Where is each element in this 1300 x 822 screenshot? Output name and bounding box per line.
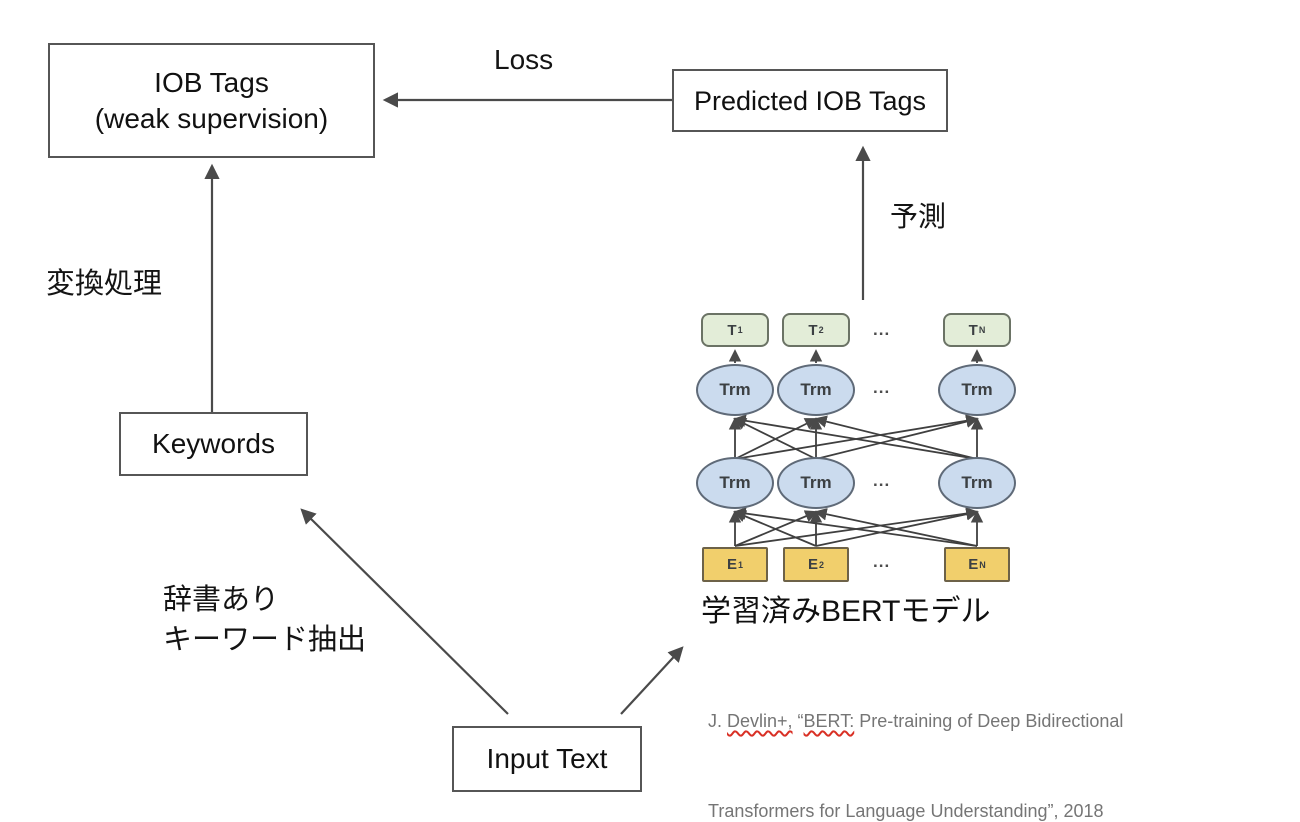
bert-trm-node-r2c1: Trm	[696, 457, 774, 509]
prediction-label: 予測	[890, 201, 947, 232]
ellipsis-trm-row2: ...	[873, 471, 891, 490]
trm-label: Trm	[719, 380, 751, 399]
tn-main: T	[968, 321, 978, 339]
t2-main: T	[808, 321, 818, 339]
predicted-iob-tags-box: Predicted IOB Tags	[672, 69, 948, 132]
citation-part: J.	[708, 711, 728, 731]
main-flow-arrows	[204, 92, 871, 715]
bert-internal-arrows	[728, 349, 984, 547]
bert-trm-node-r2cn: Trm	[938, 457, 1016, 509]
ellipsis-t-row: ...	[873, 320, 891, 339]
ellipsis-trm-row1: ...	[873, 378, 891, 397]
citation-line2: Transformers for Language Understanding”…	[708, 801, 1104, 821]
trm-label: Trm	[961, 380, 993, 399]
bert-trm-node-r1c2: Trm	[777, 364, 855, 416]
iob-tags-line1: IOB Tags	[154, 66, 269, 98]
citation-part-misspelled: BERT:	[803, 711, 855, 731]
iob-tags-line2: (weak supervision)	[94, 102, 329, 134]
keyword-extraction-line1: 辞書あり	[163, 584, 280, 616]
bert-model-caption: 学習済みBERTモデル	[701, 595, 991, 628]
citation-part: Pre-training of Deep Bidirectional	[854, 711, 1124, 731]
input-text-label: Input Text	[486, 743, 608, 774]
bert-trm-node-r1cn: Trm	[938, 364, 1016, 416]
iob-tags-box: IOB Tags (weak supervision)	[48, 43, 375, 158]
keyword-extraction-line2: キーワード抽出	[163, 624, 367, 656]
t1-main: T	[727, 321, 737, 339]
citation-part-misspelled: Devlin+,	[727, 711, 793, 731]
e1-main: E	[726, 556, 737, 573]
trm-label: Trm	[800, 473, 832, 492]
trm-label: Trm	[719, 473, 751, 492]
keywords-label: Keywords	[152, 428, 275, 459]
loss-label: Loss	[494, 44, 554, 75]
citation-part: “	[792, 711, 804, 731]
keywords-box: Keywords	[119, 412, 308, 476]
citation: J. Devlin+, “BERT: Pre-training of Deep …	[708, 646, 1208, 822]
en-main: E	[968, 556, 979, 573]
e2-main: E	[807, 556, 818, 573]
input-text-box: Input Text	[452, 726, 642, 792]
predicted-iob-tags-label: Predicted IOB Tags	[693, 85, 927, 116]
citation-line1: J. Devlin+, “BERT: Pre-training of Deep …	[708, 706, 1208, 736]
ellipsis-e-row: ...	[873, 552, 891, 571]
input-to-bert-arrow	[620, 646, 684, 715]
trm-label: Trm	[961, 473, 993, 492]
bert-trm-node-r2c2: Trm	[777, 457, 855, 509]
bert-trm-node-r1c1: Trm	[696, 364, 774, 416]
conversion-label: 変換処理	[46, 268, 163, 300]
trm-label: Trm	[800, 380, 832, 399]
keyword-extraction-label: 辞書あり キーワード抽出	[163, 580, 366, 660]
keyword-extraction-arrow	[300, 508, 509, 715]
